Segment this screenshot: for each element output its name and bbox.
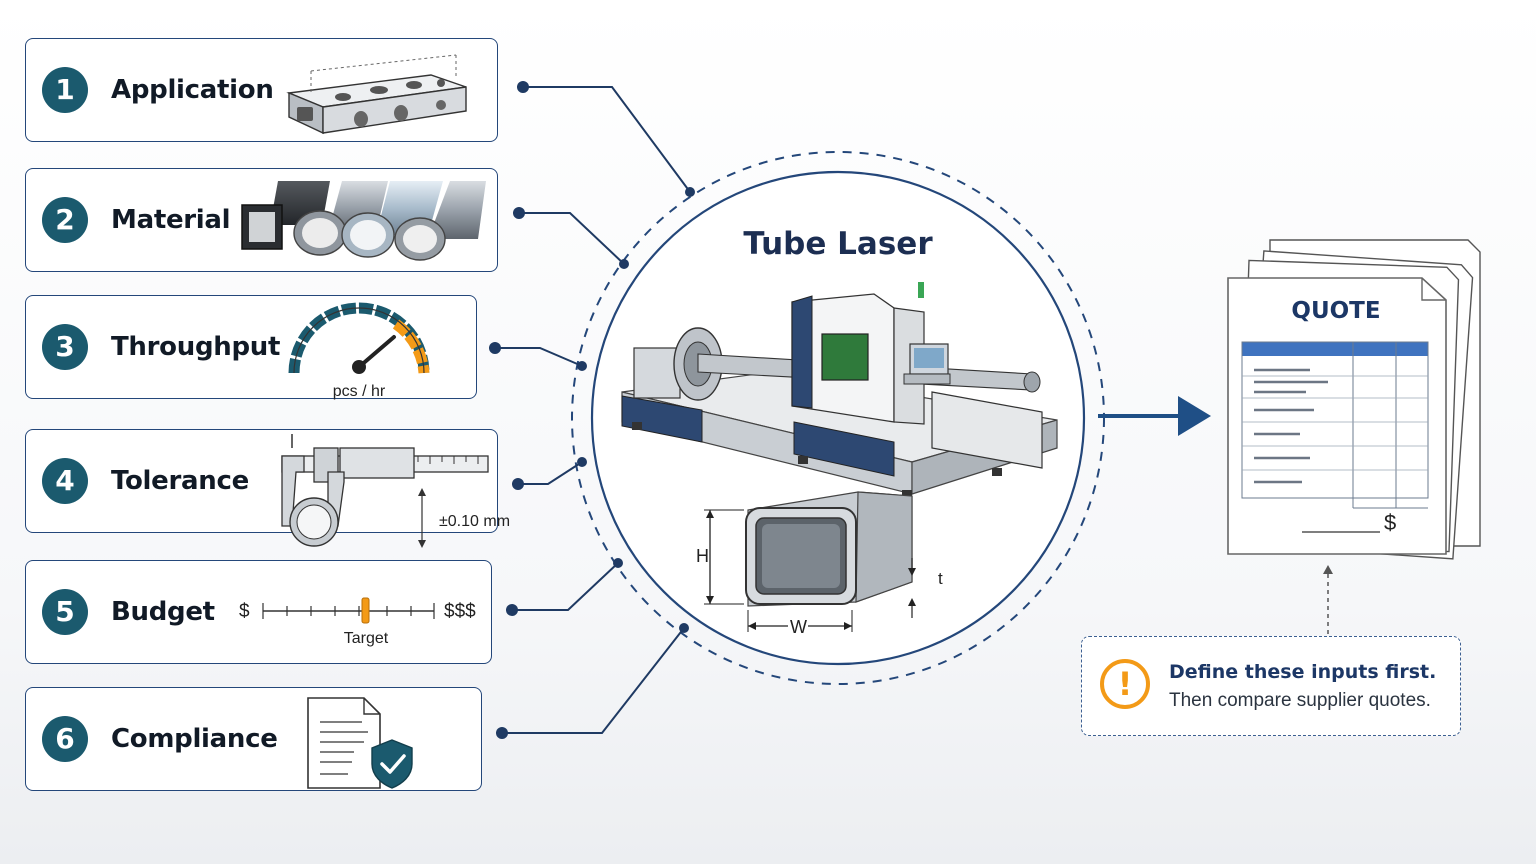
budget-target-marker	[361, 597, 370, 624]
quote-title: QUOTE	[1291, 298, 1381, 324]
note-heading: Define these inputs first.	[1169, 661, 1437, 683]
step-label: Budget	[111, 597, 215, 627]
connector-application	[523, 86, 691, 193]
step-card-material: 2 Material	[25, 168, 498, 272]
budget-high-symbol: $$$	[444, 601, 476, 622]
tolerance-value: ±0.10 mm	[439, 513, 510, 530]
step-number-badge: 3	[42, 324, 88, 370]
note-to-quote-arrow	[1323, 565, 1333, 634]
quote-total-symbol: $	[1384, 510, 1396, 535]
dimension-height-label: H	[696, 546, 709, 566]
connector-compliance	[502, 627, 685, 734]
step-label: Throughput	[111, 332, 281, 362]
perforated-beam-icon	[286, 54, 467, 135]
connector-throughput	[495, 347, 583, 367]
step-label: Material	[111, 205, 231, 235]
budget-target-label: Target	[344, 630, 389, 647]
step-card-throughput: 3 Throughput pcs / hr	[25, 295, 477, 400]
gauge-unit-label: pcs / hr	[333, 383, 386, 400]
tube-laser-title: Tube Laser	[743, 226, 933, 262]
step-number-badge: 5	[42, 589, 88, 635]
step-card-compliance: 6 Compliance	[25, 687, 482, 791]
note-body: Then compare supplier quotes.	[1169, 690, 1431, 711]
caliper-icon: ±0.10 mm	[281, 434, 510, 548]
tube-profiles-icon	[241, 181, 486, 261]
quote-document-stack: $	[1227, 239, 1481, 560]
connector-budget	[512, 562, 619, 611]
budget-scale-icon: $ $$$ Target	[239, 597, 476, 647]
arrow-to-quote	[1098, 396, 1211, 436]
step-label: Tolerance	[111, 466, 249, 496]
rectangular-tube-dimension-drawing: H W t	[696, 491, 943, 637]
dimension-width-label: W	[790, 617, 807, 637]
connector-tolerance	[518, 461, 583, 485]
connector-material	[519, 212, 625, 265]
compliance-document-shield-icon	[307, 697, 413, 789]
instruction-note: ! Define these inputs first. Then compar…	[1081, 636, 1461, 736]
step-card-budget: 5 Budget $ $$$ Target	[25, 560, 492, 664]
budget-low-symbol: $	[239, 601, 250, 622]
warning-icon: !	[1100, 659, 1150, 709]
step-number-badge: 1	[42, 67, 88, 113]
step-label: Compliance	[111, 724, 278, 754]
step-number-badge: 2	[42, 197, 88, 243]
step-label: Application	[111, 75, 274, 105]
speed-gauge-icon: pcs / hr	[288, 302, 430, 400]
step-card-application: 1 Application	[25, 38, 498, 142]
step-number-badge: 6	[42, 716, 88, 762]
step-number-badge: 4	[42, 458, 88, 504]
tube-laser-machine-illustration	[621, 282, 1058, 498]
step-card-tolerance: 4 Tolerance ±0.10 mm	[25, 429, 510, 548]
dimension-thickness-label: t	[938, 569, 943, 588]
